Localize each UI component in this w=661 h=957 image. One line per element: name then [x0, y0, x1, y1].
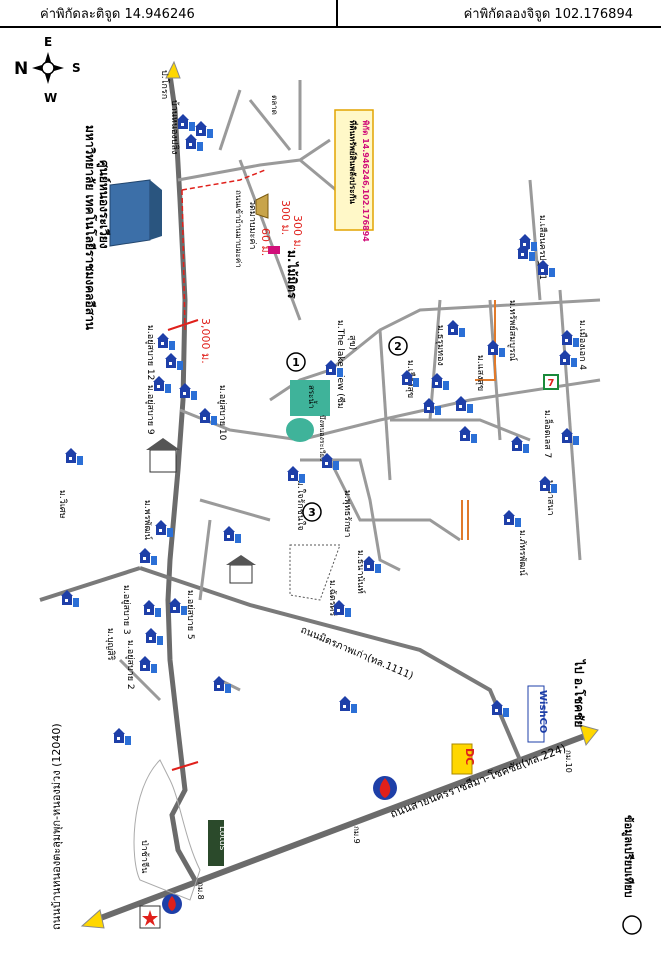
property-box-line2: พิกัด 14.946246,102.176894: [361, 120, 370, 242]
marker-3: 3: [303, 503, 321, 521]
dc-brand-icon: DC: [452, 744, 476, 774]
coordinate-header: ค่าพิกัดละติจูด 14.946246 ค่าพิกัดลองจิจ…: [0, 0, 661, 28]
wiset-label: ม.วิเศษ: [57, 490, 68, 519]
compass-n: N: [14, 59, 28, 79]
gas-station-icon: [373, 776, 397, 800]
compass-s: S: [72, 61, 81, 75]
market-label: ตลาด: [270, 95, 279, 115]
ayutaya10-label: ม.อยู่สบาย 10: [217, 385, 227, 441]
dist-300-a: 300 ม.: [279, 200, 292, 235]
seven-eleven-icon: 7: [544, 375, 558, 389]
marker-3-label: 3: [308, 506, 316, 519]
marker-2: 2: [389, 337, 407, 355]
pond-label: บึงหนองระเวียง: [318, 415, 327, 461]
pt-logo-icon: [162, 894, 182, 914]
km8-label: กม.8: [196, 882, 205, 900]
boonsiri-label: ม.บุญสิริ: [105, 628, 116, 661]
property-box-line1: ที่ดินทรัพย์สินพลังประกัน: [348, 120, 359, 204]
compass-w: W: [44, 91, 57, 105]
star-logo-icon: [140, 906, 160, 928]
ruangthong-label: ม.ธรุมทอง: [435, 325, 445, 366]
road-224-label: ถนนสายนครราชสีมา-โชคชัย(ทล.224): [388, 741, 568, 821]
arrow-left-icon: [82, 910, 104, 928]
thana-label: ม.ธนานันท์: [355, 550, 367, 594]
to-chokchai-label: ไป อ.โชคชัย: [572, 658, 587, 727]
saeng-label: ม.แสงสุข: [475, 355, 485, 391]
lake-view-label: ม.The lake view (ซีม: [335, 320, 346, 409]
lotus-store-icon: Lotus: [208, 820, 227, 866]
phatthana-label: ม.ภัทรพัฒน์: [517, 530, 529, 576]
marker-1-label: 1: [292, 356, 300, 369]
lot-lines: [462, 500, 468, 540]
ayutaya12-label: ม.อยู่สบาย 12: [145, 325, 155, 380]
maimitr-label: ม.ไม้มิตร: [285, 250, 300, 299]
dist-60: 60 ม.: [259, 228, 272, 256]
km9-label: กม.9: [352, 826, 361, 844]
disclaimer-circle-icon: [623, 916, 641, 934]
arrow-chokchai-icon: [580, 725, 598, 745]
ayutaya3-label: ม.อยู่สบาย 3: [121, 585, 131, 635]
pond: [286, 418, 314, 442]
ayutaya9-label: ม.อยู่สบาย 9: [145, 385, 155, 435]
lotus-label: Lotus: [217, 826, 227, 851]
reservoir-label: สระน้ำ: [307, 385, 318, 408]
school-icon: [146, 438, 180, 472]
ayutaya2-label: ม.อยู่สบาย 2: [125, 640, 135, 690]
lake-view-label-2: สุข): [347, 335, 357, 350]
pa-label: ป่าช้าจีน: [139, 840, 150, 873]
seven-label: 7: [548, 378, 555, 389]
wishco-brand-icon: WishCO: [528, 686, 548, 742]
km10-label: กม.10: [564, 750, 573, 773]
dist-300-b: 300 ม.: [291, 215, 304, 250]
phakaew-label: ม.พรพัฒน์: [142, 500, 154, 540]
subsomboon-label: ม.ทรัพย์สมบูรณ์: [507, 300, 519, 361]
university-label: มหาวิทยาลัย เทคโนโลยีราชมงคลอีสาน: [83, 125, 98, 331]
disclaimer-label: ข้อมูลเปรียบเทียบ: [621, 815, 635, 898]
campus-label: ศูนย์หนองระเวียง: [96, 160, 111, 249]
school-2-icon: [226, 555, 256, 583]
marker-2-label: 2: [394, 340, 402, 353]
latitude-label: ค่าพิกัดละติจูด 14.946246: [0, 0, 336, 26]
university-building-icon: [110, 180, 162, 246]
cemetery-area: [134, 760, 200, 900]
compass-e: E: [44, 35, 52, 49]
ban-road-label: ถนนเข้าบ้านมาบมะค่า: [234, 190, 243, 268]
road-left-label: ถนนบ้านหนองตะลุมพุก-หนองม่วง (12040): [50, 723, 63, 930]
location-map: E N S W: [0, 30, 661, 953]
compass-rose-icon: E N S W: [14, 35, 81, 105]
wishco-label: WishCO: [537, 690, 548, 733]
puttharaksa-label: ม.พุทธรักษา: [342, 490, 352, 537]
north-road-label: ป.โกรก: [159, 70, 170, 99]
lot7-label: ม.ล็อตเลส 7: [542, 410, 555, 458]
temple-icon: [256, 194, 268, 218]
dist-3000: 3,000 ม.: [199, 318, 212, 364]
dc-label: DC: [463, 748, 476, 765]
longitude-label: ค่าพิกัดลองจิจูด 102.176894: [336, 0, 661, 26]
marker-1: 1: [287, 353, 305, 371]
